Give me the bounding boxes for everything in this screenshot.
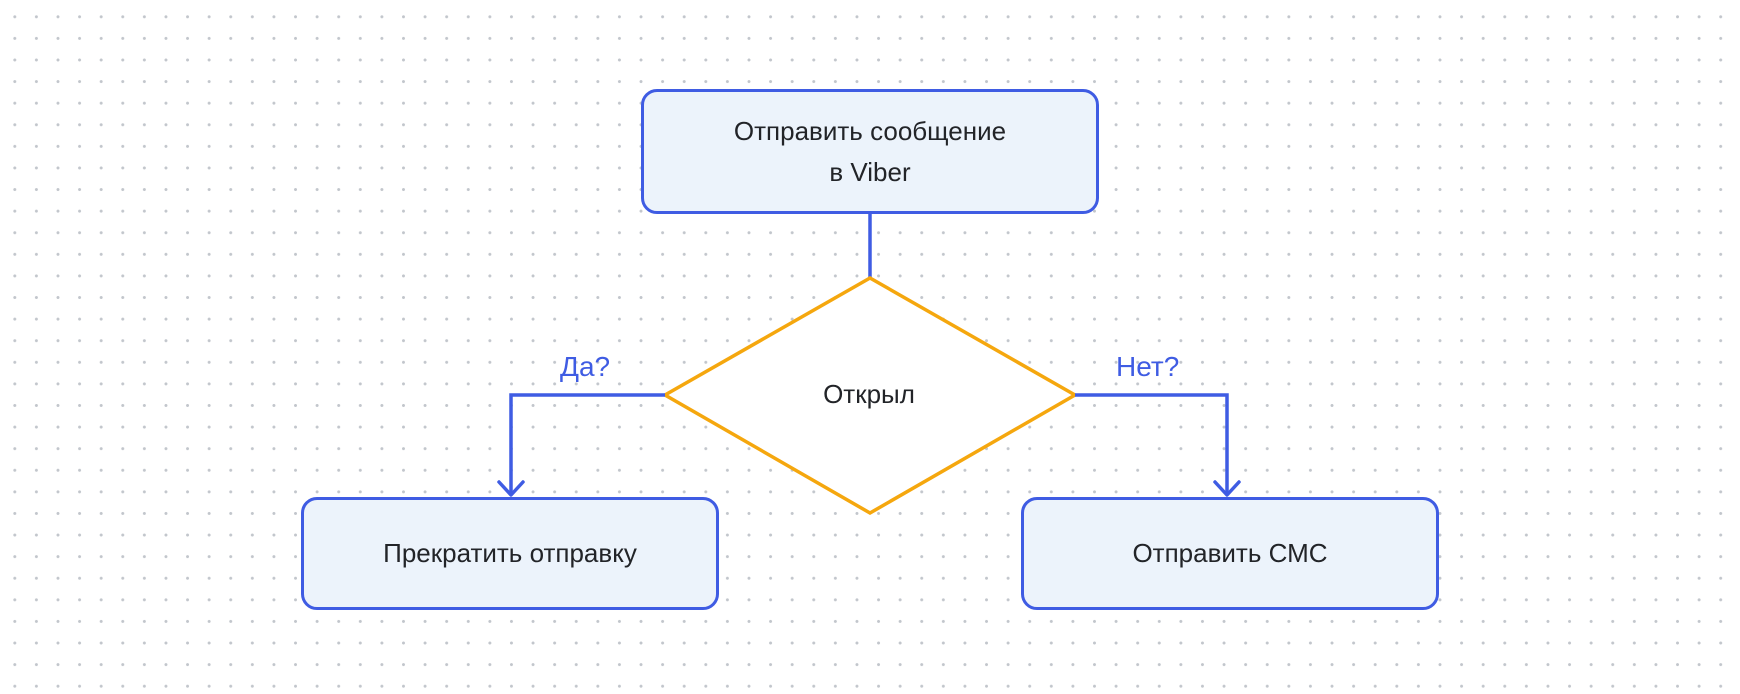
node-stop-sending[interactable]: Прекратить отправку bbox=[301, 497, 719, 610]
edge-yes-path bbox=[509, 393, 665, 495]
edge-no-path bbox=[1075, 393, 1229, 495]
node-send-viber-line1: Отправить сообщение bbox=[733, 115, 1007, 146]
edge-label-yes: Да? bbox=[560, 351, 611, 382]
arrowhead-no bbox=[1213, 480, 1241, 497]
arrowhead-yes bbox=[497, 480, 525, 497]
node-send-sms-label: Отправить СМС bbox=[1132, 538, 1328, 568]
node-stop-sending-label: Прекратить отправку bbox=[383, 538, 637, 568]
node-send-viber-line2: в Viber bbox=[829, 156, 911, 187]
decision-label: Открыл bbox=[823, 379, 915, 409]
edge-label-no: Нет? bbox=[1116, 351, 1180, 382]
node-send-sms[interactable]: Отправить СМС bbox=[1021, 497, 1439, 610]
node-send-viber[interactable]: Отправить сообщение в Viber bbox=[641, 89, 1099, 214]
decision-diamond bbox=[661, 275, 1079, 516]
